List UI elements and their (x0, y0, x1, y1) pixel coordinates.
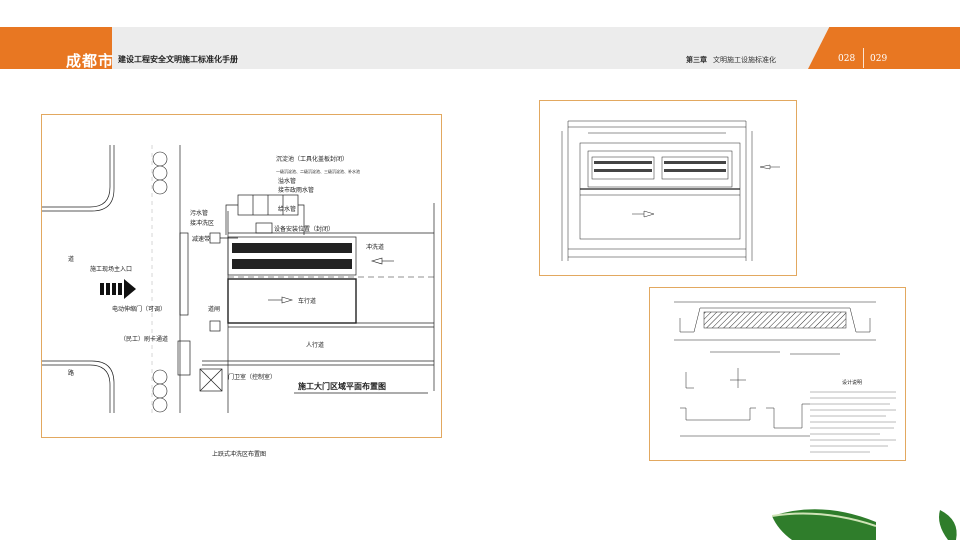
label-sewage-pipe: 污水管 (190, 209, 208, 217)
label-rain-pipe: 接市政雨水管 (278, 186, 314, 194)
page-header (0, 27, 960, 69)
manual-title: 建设工程安全文明施工标准化手册 (118, 54, 238, 64)
section-detail-drawing: 设计说明 (674, 301, 896, 453)
city-logo: 成都市 (66, 52, 115, 70)
page-number-left: 028 (838, 54, 856, 64)
page-number-tab (808, 27, 960, 69)
chapter-number: 第三章 (686, 56, 707, 64)
page-number-divider (863, 48, 864, 68)
logo-block (0, 27, 112, 69)
label-site-entrance: 施工现场主入口 (90, 265, 132, 273)
drawing-title: 施工大门区域平面布置图 (298, 381, 386, 391)
plan-caption: 上跃式冲洗区布置图 (212, 451, 267, 458)
label-sidewalk: 人行道 (306, 341, 324, 349)
wash-bay-detail-drawing (561, 120, 780, 261)
label-guard-room: 门卫室（控制室） (228, 373, 276, 381)
chapter-heading: 第三章文明施工设施标准化 (686, 55, 776, 65)
label-electric-gate: 电动伸缩门（可调） (112, 305, 166, 313)
label-vehicle-lane: 车行道 (298, 297, 316, 305)
decorative-leaf-right (939, 510, 957, 540)
chapter-title: 文明施工设施标准化 (713, 56, 776, 64)
site-plan-frame: 沉淀池（工具化盖板封闭） 一级沉淀池、二级沉淀池、三级沉淀池、补水池 溢水管 接… (41, 114, 442, 438)
label-equipment-position: 设备安装位置（封闭） (274, 225, 334, 233)
wash-bay-detail-frame (539, 100, 797, 276)
design-notes-title: 设计说明 (842, 379, 862, 386)
label-wash-zone: 接冲洗区 (190, 219, 214, 227)
page-number-right: 029 (870, 54, 888, 64)
site-plan-drawing: 沉淀池（工具化盖板封闭） 一级沉淀池、二级沉淀池、三级沉淀池、补水池 溢水管 接… (42, 145, 435, 413)
label-overflow-pipe: 溢水管 (278, 177, 296, 185)
label-supply-pipe: 给水管 (278, 205, 296, 213)
section-detail-frame: 设计说明 (649, 287, 906, 461)
label-road-top: 道 (68, 255, 74, 263)
label-wash-lane: 冲洗道 (366, 243, 384, 251)
label-sediment-tank: 沉淀池（工具化盖板封闭） (276, 155, 348, 163)
decorative-leaf-left (772, 509, 876, 540)
label-barrier: 道闸 (208, 305, 220, 313)
top-margin (0, 0, 960, 27)
label-tank-stages: 一级沉淀池、二级沉淀池、三级沉淀池、补水池 (276, 168, 360, 174)
label-worker-channel: （民工）刷卡通道 (120, 335, 168, 343)
label-road-bottom: 路 (68, 369, 74, 377)
label-speed-bump: 减速带 (192, 235, 210, 243)
